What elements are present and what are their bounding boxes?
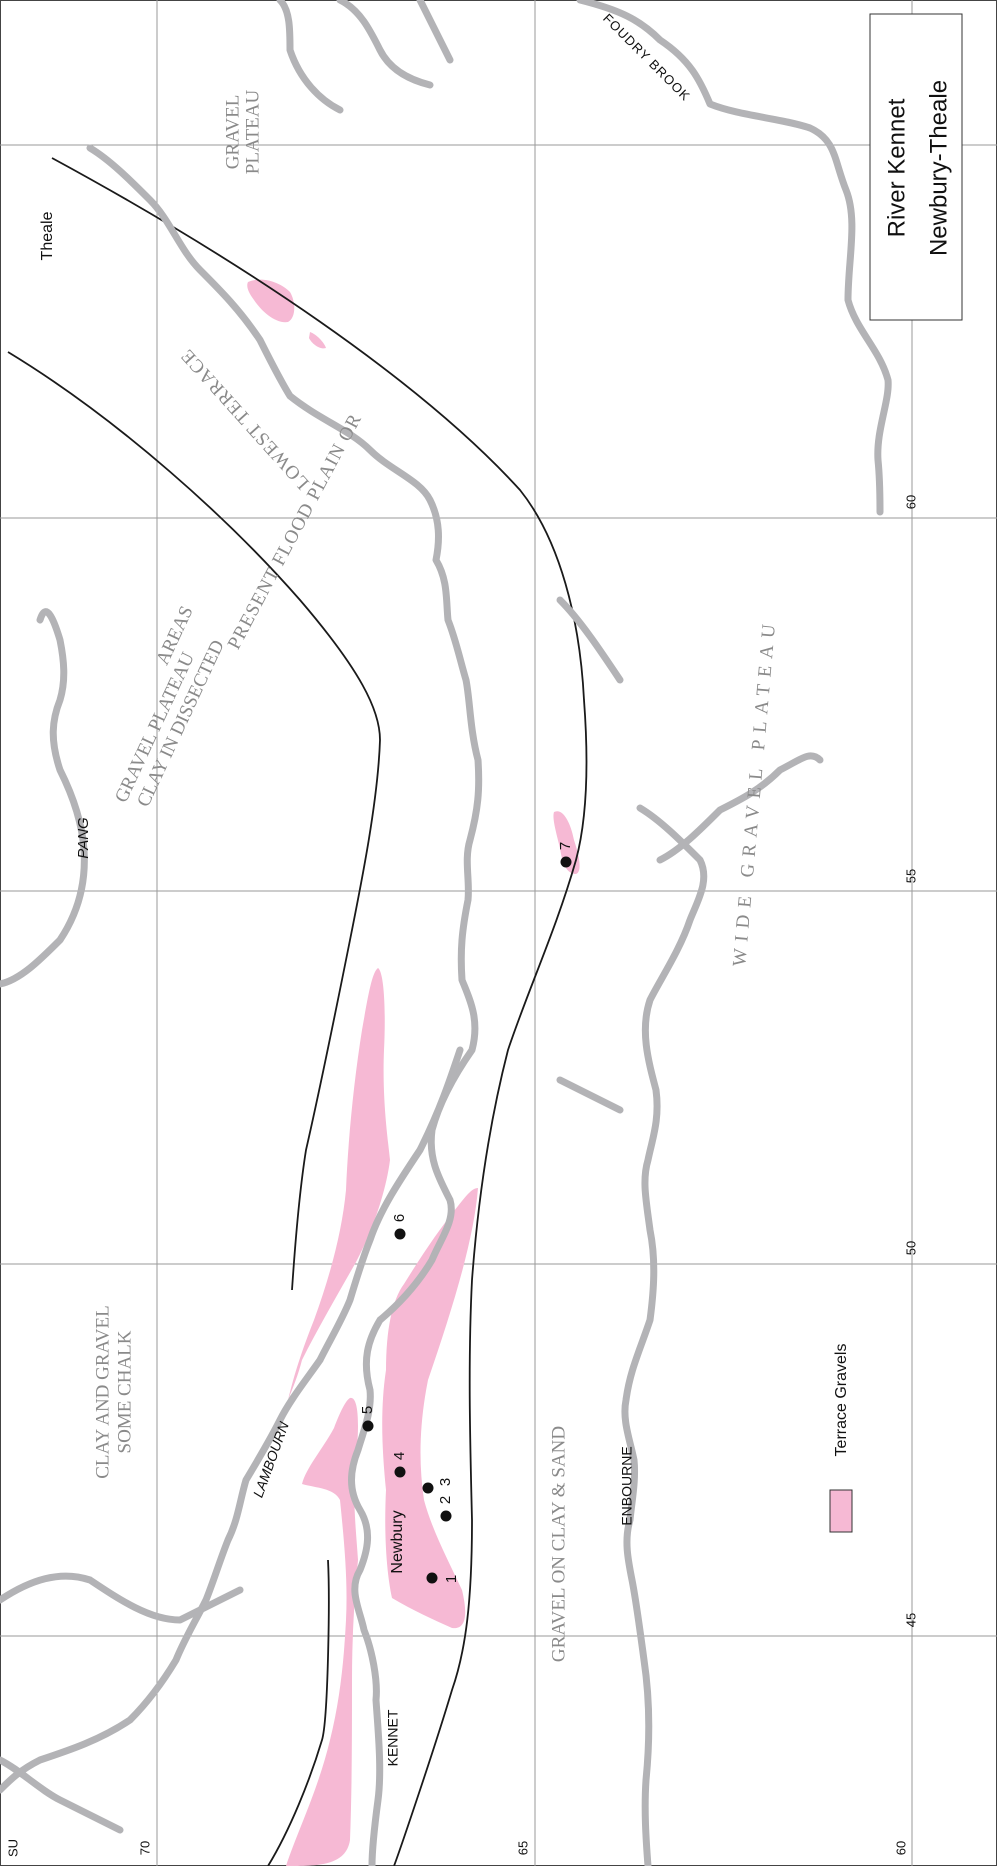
lambourn-river	[0, 1046, 464, 1794]
tick-easting-60: 60	[903, 495, 918, 509]
tick-northing-65: 65	[515, 1841, 530, 1855]
pang-river	[0, 608, 88, 988]
map-title-line1: River Kennet	[883, 98, 910, 237]
river-label-pang: PANG	[75, 817, 92, 859]
place-theale: Theale	[39, 211, 56, 260]
flood-plain-north-boundary	[7, 351, 381, 1291]
legend-swatch	[829, 1489, 853, 1533]
site-1-marker	[426, 1572, 438, 1584]
site-2-label: 2	[437, 1496, 454, 1504]
flood-plain-lower-boundary	[267, 1559, 330, 1866]
site-7-marker	[560, 856, 572, 868]
site-1-label: 1	[443, 1575, 460, 1583]
site-5-label: 5	[359, 1406, 376, 1414]
site-6-marker	[394, 1228, 406, 1240]
site-6-label: 6	[391, 1214, 408, 1222]
tick-northing-70: 70	[137, 1841, 152, 1855]
gravel-theale-large	[247, 279, 295, 323]
tick-easting-55: 55	[903, 869, 918, 883]
legend-label: Terrace Gravels	[833, 1344, 850, 1457]
kennet-river	[86, 144, 483, 1866]
flood-plain-boundaries	[7, 157, 588, 1866]
grid-square-label: SU	[5, 1839, 20, 1857]
tributary-w	[0, 1756, 124, 1834]
sample-sites: 1 2 3 4 5 6 7	[359, 842, 574, 1584]
gravel-site-7	[553, 811, 580, 874]
tributary-se	[556, 596, 824, 1114]
river-label-kennet: KENNET	[385, 1709, 401, 1766]
site-4-marker	[394, 1466, 406, 1478]
tributary-sw	[0, 1572, 244, 1624]
label-gravel-clay-sand: GRAVEL ON CLAY & SAND	[548, 1426, 569, 1662]
gravel-north-band	[288, 968, 390, 1400]
site-4-label: 4	[391, 1452, 408, 1460]
tributary-ne	[276, 0, 454, 114]
title-frame	[869, 13, 963, 321]
flood-plain-south-boundary	[51, 157, 588, 1866]
label-clay-gravel-1: CLAY AND GRAVEL	[92, 1305, 113, 1479]
tick-easting-45: 45	[903, 1613, 918, 1627]
foudry-brook-river	[576, 0, 892, 516]
rivers	[0, 0, 892, 1866]
label-gravel-plateau-ne-2: PLATEAU	[242, 90, 263, 175]
site-2-marker	[440, 1510, 452, 1522]
site-3-marker	[422, 1482, 434, 1494]
tick-easting-50: 50	[903, 1241, 918, 1255]
title-box: River Kennet Newbury-Theale	[869, 13, 963, 321]
site-3-label: 3	[437, 1478, 454, 1486]
enbourne-river	[621, 804, 708, 1866]
label-gravel-plateau-ne-1: GRAVEL	[222, 95, 243, 170]
river-label-enbourne: ENBOURNE	[619, 1446, 635, 1525]
legend: Terrace Gravels	[829, 1344, 853, 1533]
tick-northing-60: 60	[893, 1841, 908, 1855]
place-newbury: Newbury	[389, 1510, 406, 1573]
label-clay-gravel-2: SOME CHALK	[114, 1330, 135, 1453]
gravel-lambourn-strip	[286, 1397, 358, 1866]
site-5-marker	[362, 1420, 374, 1432]
gravel-theale-small	[309, 332, 326, 349]
map-title-line2: Newbury-Theale	[925, 80, 952, 256]
site-7-label: 7	[557, 842, 574, 850]
